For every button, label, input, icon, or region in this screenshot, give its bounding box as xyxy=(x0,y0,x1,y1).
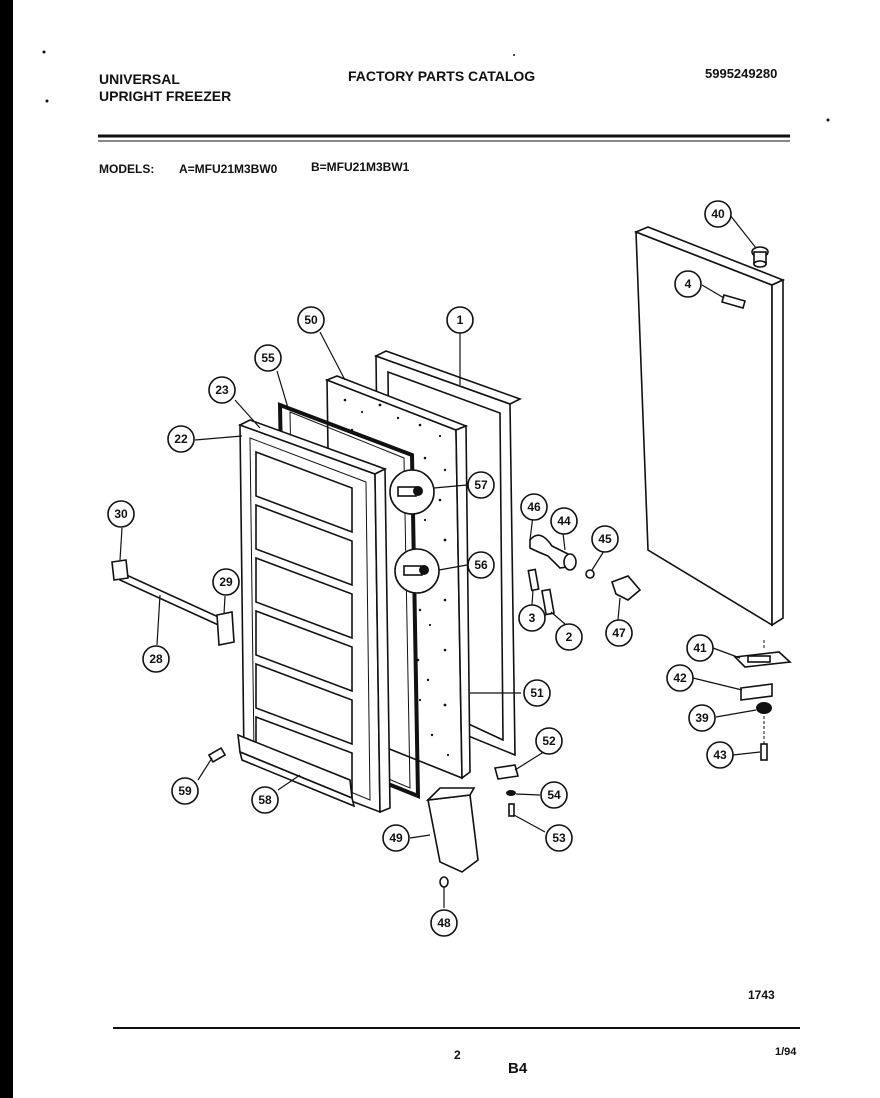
callout-52: 52 xyxy=(535,727,563,755)
hinge-cap-part xyxy=(751,246,769,268)
svg-text:47: 47 xyxy=(612,626,626,640)
svg-text:43: 43 xyxy=(713,748,727,762)
callout-30: 30 xyxy=(107,500,135,528)
scan-speck xyxy=(42,50,46,54)
brand-line-2: UPRIGHT FREEZER xyxy=(99,88,232,104)
callout-23: 23 xyxy=(208,376,236,404)
svg-text:1: 1 xyxy=(457,313,464,327)
callout-39: 39 xyxy=(688,704,716,732)
scan-speck xyxy=(513,54,515,56)
callout-1: 1 xyxy=(446,306,474,334)
callout-59: 59 xyxy=(171,777,199,805)
section-code: B4 xyxy=(508,1060,528,1077)
svg-text:51: 51 xyxy=(530,686,544,700)
callout-28: 28 xyxy=(142,645,170,673)
callout-49: 49 xyxy=(382,824,410,852)
svg-text:44: 44 xyxy=(557,514,571,528)
model-a: A=MFU21M3BW0 xyxy=(179,162,278,176)
svg-text:39: 39 xyxy=(695,711,709,725)
callout-42: 42 xyxy=(666,664,694,692)
callout-53: 53 xyxy=(545,824,573,852)
callout-markers: 1 2 3 4 22 23 28 29 30 39 40 41 42 43 44… xyxy=(107,200,734,937)
svg-text:30: 30 xyxy=(114,507,128,521)
callout-40: 40 xyxy=(704,200,732,228)
door-bottom-trim-part xyxy=(237,733,356,808)
models-label: MODELS: xyxy=(99,162,155,176)
svg-text:48: 48 xyxy=(437,916,451,930)
svg-text:59: 59 xyxy=(178,784,192,798)
svg-text:28: 28 xyxy=(149,652,163,666)
leader-lines xyxy=(119,214,761,908)
callout-47: 47 xyxy=(605,619,633,647)
svg-text:4: 4 xyxy=(685,277,692,291)
door-shelf-bar-part xyxy=(111,559,235,646)
callout-46: 46 xyxy=(520,493,548,521)
bottom-hinge-assembly xyxy=(733,640,792,761)
callout-4: 4 xyxy=(674,270,702,298)
callout-44: 44 xyxy=(550,507,578,535)
callout-55: 55 xyxy=(254,344,282,372)
svg-text:40: 40 xyxy=(711,207,725,221)
catalog-date: 1/94 xyxy=(775,1046,797,1058)
lower-hinge-parts xyxy=(207,746,520,888)
svg-text:45: 45 xyxy=(598,532,612,546)
callout-54: 54 xyxy=(540,781,568,809)
svg-text:23: 23 xyxy=(215,383,229,397)
callout-58: 58 xyxy=(251,786,279,814)
scan-speck xyxy=(826,118,830,122)
svg-text:54: 54 xyxy=(547,788,561,802)
callout-22: 22 xyxy=(167,425,195,453)
svg-text:29: 29 xyxy=(219,575,233,589)
callout-2: 2 xyxy=(555,623,583,651)
svg-text:46: 46 xyxy=(527,500,541,514)
door-label-plate xyxy=(721,294,746,309)
svg-text:57: 57 xyxy=(474,478,488,492)
page-number: 2 xyxy=(454,1048,461,1062)
callout-50: 50 xyxy=(297,306,325,334)
svg-text:49: 49 xyxy=(389,831,403,845)
scan-speck xyxy=(45,99,49,103)
svg-text:22: 22 xyxy=(174,432,188,446)
svg-text:52: 52 xyxy=(542,734,556,748)
svg-text:56: 56 xyxy=(474,558,488,572)
catalog-number: 5995249280 xyxy=(705,66,778,81)
figure-code: 1743 xyxy=(748,988,775,1002)
callout-56: 56 xyxy=(467,551,495,579)
callout-3: 3 xyxy=(518,604,546,632)
svg-text:53: 53 xyxy=(552,831,566,845)
callout-45: 45 xyxy=(591,525,619,553)
callout-57: 57 xyxy=(467,471,495,499)
callout-41: 41 xyxy=(686,634,714,662)
detail-screw-57 xyxy=(389,469,435,515)
svg-text:3: 3 xyxy=(529,611,536,625)
door-handle-parts xyxy=(527,534,642,616)
outer-door-panel xyxy=(633,226,786,627)
svg-text:50: 50 xyxy=(304,313,318,327)
brand-line-1: UNIVERSAL xyxy=(99,71,180,87)
door-shelves xyxy=(255,450,353,799)
detail-screw-56 xyxy=(394,548,440,594)
svg-text:58: 58 xyxy=(258,793,272,807)
catalog-title: FACTORY PARTS CATALOG xyxy=(348,68,536,84)
callout-51: 51 xyxy=(523,679,551,707)
svg-text:41: 41 xyxy=(693,641,707,655)
svg-text:42: 42 xyxy=(673,671,687,685)
svg-text:55: 55 xyxy=(261,351,275,365)
callout-48: 48 xyxy=(430,909,458,937)
callout-29: 29 xyxy=(212,568,240,596)
model-b: B=MFU21M3BW1 xyxy=(311,160,410,174)
callout-43: 43 xyxy=(706,741,734,769)
svg-text:2: 2 xyxy=(566,630,573,644)
